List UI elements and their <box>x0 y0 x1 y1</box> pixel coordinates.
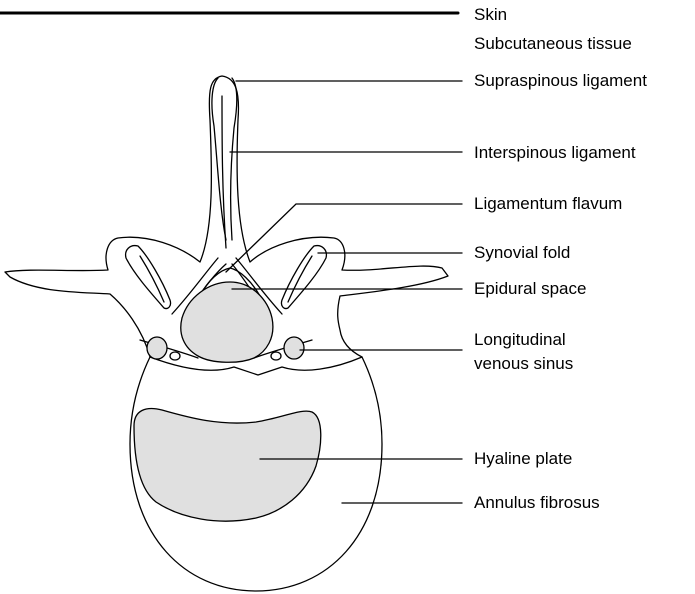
venous-sinus-left-large <box>147 337 167 359</box>
label-interspinous-ligament: Interspinous ligament <box>474 143 636 163</box>
label-supraspinous-ligament: Supraspinous ligament <box>474 71 647 91</box>
label-epidural-space: Epidural space <box>474 279 586 299</box>
label-annulus-fibrosus: Annulus fibrosus <box>474 493 600 513</box>
label-synovial-fold: Synovial fold <box>474 243 570 263</box>
label-skin: Skin <box>474 5 507 25</box>
label-hyaline-plate: Hyaline plate <box>474 449 572 469</box>
venous-sinus-right-large <box>284 337 304 359</box>
label-longitudinal: Longitudinal <box>474 330 566 350</box>
venous-sinus-left-small <box>170 352 180 360</box>
label-ligamentum-flavum: Ligamentum flavum <box>474 194 622 214</box>
label-venous-sinus: venous sinus <box>474 354 573 374</box>
label-subcutaneous-tissue: Subcutaneous tissue <box>474 34 632 54</box>
venous-sinus-right-small <box>271 352 281 360</box>
